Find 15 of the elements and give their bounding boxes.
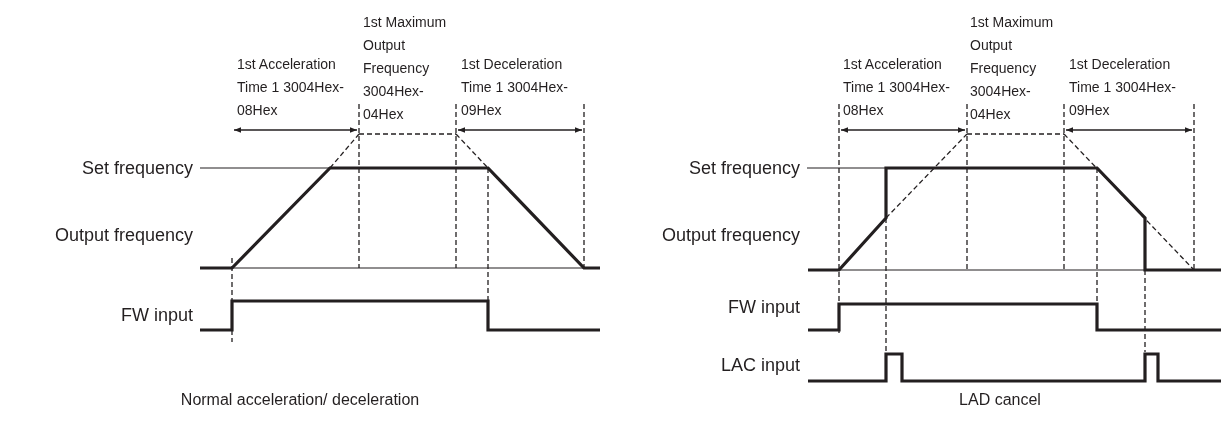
parameter-annotation: 1st Maximum Output Frequency 3004Hex-04Hex: [363, 13, 448, 124]
parameter-annotation: 1st Deceleration Time 1 3004Hex-09Hex: [1069, 55, 1177, 120]
signal-label: FW input: [119, 304, 193, 326]
signal-label: Output frequency: [53, 224, 193, 246]
signal-label: Set frequency: [687, 157, 800, 179]
diagram-caption: LAD cancel: [958, 390, 1042, 410]
signal-label: Output frequency: [660, 224, 800, 246]
diagram-caption: Normal acceleration/ deceleration: [179, 390, 421, 410]
parameter-annotation: 1st Maximum Output Frequency 3004Hex-04Hex: [970, 13, 1055, 124]
parameter-annotation: 1st Acceleration Time 1 3004Hex-08Hex: [237, 55, 345, 120]
signal-label: Set frequency: [80, 157, 193, 179]
parameter-annotation: 1st Deceleration Time 1 3004Hex-09Hex: [461, 55, 569, 120]
signal-label: FW input: [726, 296, 800, 318]
signal-label: LAC input: [719, 354, 800, 376]
parameter-annotation: 1st Acceleration Time 1 3004Hex-08Hex: [843, 55, 951, 120]
